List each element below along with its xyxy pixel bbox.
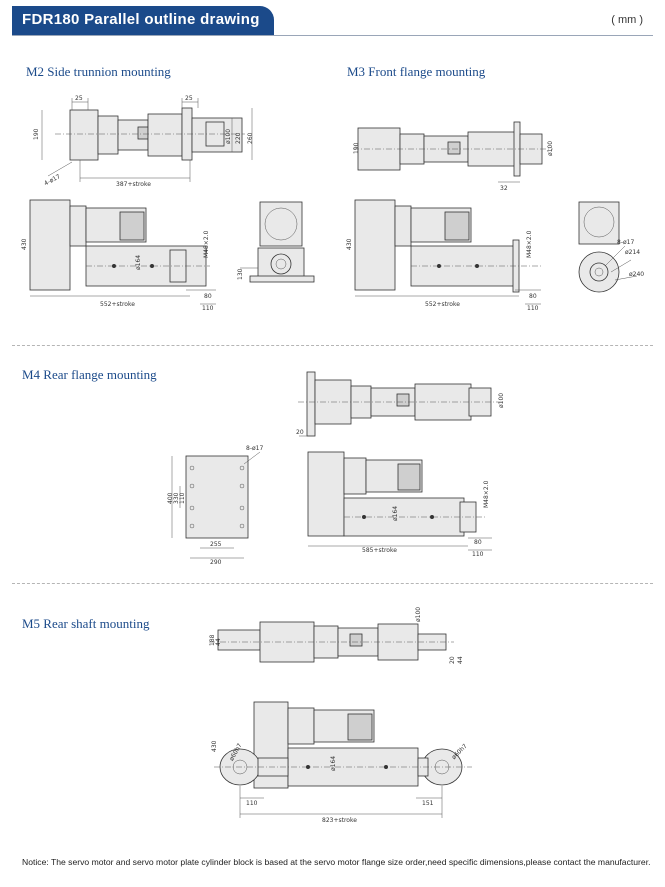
dim-label: ø164 xyxy=(330,756,337,771)
dim-label: 44 xyxy=(215,638,222,646)
dim-label: 255 xyxy=(210,541,222,548)
dim-label: 44 xyxy=(457,656,464,664)
drawing-m5-side-view: 430 ø60h7 ø60h7 ø164 110 151 823+stroke xyxy=(204,698,484,828)
dim-label: 80 xyxy=(474,539,482,546)
dim-label: 110 xyxy=(179,492,186,504)
dim-label: 32 xyxy=(500,185,508,192)
page-title: FDR180 Parallel outline drawing xyxy=(22,11,260,28)
section-title-m3: M3 Front flange mounting xyxy=(347,64,486,79)
dim-label: M48×2.0 xyxy=(483,480,490,508)
dim-label: ø100 xyxy=(547,141,554,156)
dim-label: 190 xyxy=(353,142,360,154)
dim-label: 220 xyxy=(235,132,242,144)
notice-text: Notice: The servo motor and servo motor … xyxy=(22,857,651,867)
dim-label: 387+stroke xyxy=(116,181,151,188)
dim-label: 20 xyxy=(449,656,456,664)
dim-label: ø100 xyxy=(498,393,505,408)
header-rule xyxy=(12,35,653,36)
drawing-m2-side-view: 430 ø164 M48×2.0 80 110 552+stroke xyxy=(20,196,220,316)
dim-label: ø164 xyxy=(135,255,142,270)
section-title-m4: M4 Rear flange mounting xyxy=(22,367,157,382)
drawing-m4-top-view: 20 ø100 xyxy=(293,366,513,446)
header-bar: FDR180 Parallel outline drawing xyxy=(12,6,274,36)
section-divider xyxy=(12,345,653,346)
dim-label: 8-ø17 xyxy=(617,239,634,246)
dim-label: 552+stroke xyxy=(425,301,460,308)
drawing-m3-top-view: 190 ø100 32 xyxy=(348,112,558,192)
dim-label: 110 xyxy=(246,800,258,807)
dim-label: 151 xyxy=(422,800,434,807)
drawing-m4-side-view: ø164 M48×2.0 585+stroke 80 110 xyxy=(302,448,502,558)
dim-label: 25 xyxy=(185,95,193,102)
dim-label: 110 xyxy=(527,305,539,312)
dim-label: ø240 xyxy=(629,271,644,278)
dim-label: ø164 xyxy=(392,506,399,521)
dim-label: 400 xyxy=(167,492,174,504)
section-title-m5: M5 Rear shaft mounting xyxy=(22,616,150,631)
drawing-m2-end-view: 130 xyxy=(228,196,318,296)
dim-label: 110 xyxy=(472,551,484,558)
dim-label: 430 xyxy=(346,238,353,250)
dim-label: M48×2.0 xyxy=(203,230,210,258)
dim-label: 430 xyxy=(21,238,28,250)
dim-label: 110 xyxy=(202,305,214,312)
dim-label: 25 xyxy=(75,95,83,102)
dim-label: 80 xyxy=(529,293,537,300)
dim-label: 823+stroke xyxy=(322,817,357,824)
unit-label: ( mm ) xyxy=(611,14,643,26)
dim-label: 8-ø17 xyxy=(246,445,263,452)
section-title-m2: M2 Side trunnion mounting xyxy=(26,64,171,79)
dim-label: 190 xyxy=(33,128,40,140)
dim-label: 130 xyxy=(237,268,244,280)
dim-label: 330 xyxy=(173,492,180,504)
dim-label: 585+stroke xyxy=(362,547,397,554)
dim-label: 260 xyxy=(247,132,254,144)
drawing-m3-side-view: 430 M48×2.0 80 110 552+stroke xyxy=(345,196,555,316)
dim-label: 290 xyxy=(210,559,222,566)
drawing-m3-end-view: 8-ø17 ø214 ø240 xyxy=(565,196,660,296)
dim-label: 430 xyxy=(211,740,218,752)
dim-label: 20 xyxy=(296,429,304,436)
dim-label: 80 xyxy=(204,293,212,300)
section-divider xyxy=(12,583,653,584)
dim-label: 552+stroke xyxy=(100,301,135,308)
dim-label: ø100 xyxy=(415,607,422,622)
drawing-m5-top-view: 188 44 ø100 20 44 xyxy=(204,606,464,686)
dim-label: 188 xyxy=(209,634,216,646)
dim-label: ø214 xyxy=(625,249,640,256)
dim-label: 4-ø17 xyxy=(43,173,62,187)
drawing-m4-flange-face: 8-ø17 400 330 110 255 290 xyxy=(160,440,280,570)
drawing-m2-top-view: 25 25 190 ø100 220 260 4-ø17 387+stroke xyxy=(30,92,260,192)
dim-label: ø100 xyxy=(225,129,232,144)
dim-label: M48×2.0 xyxy=(526,230,533,258)
